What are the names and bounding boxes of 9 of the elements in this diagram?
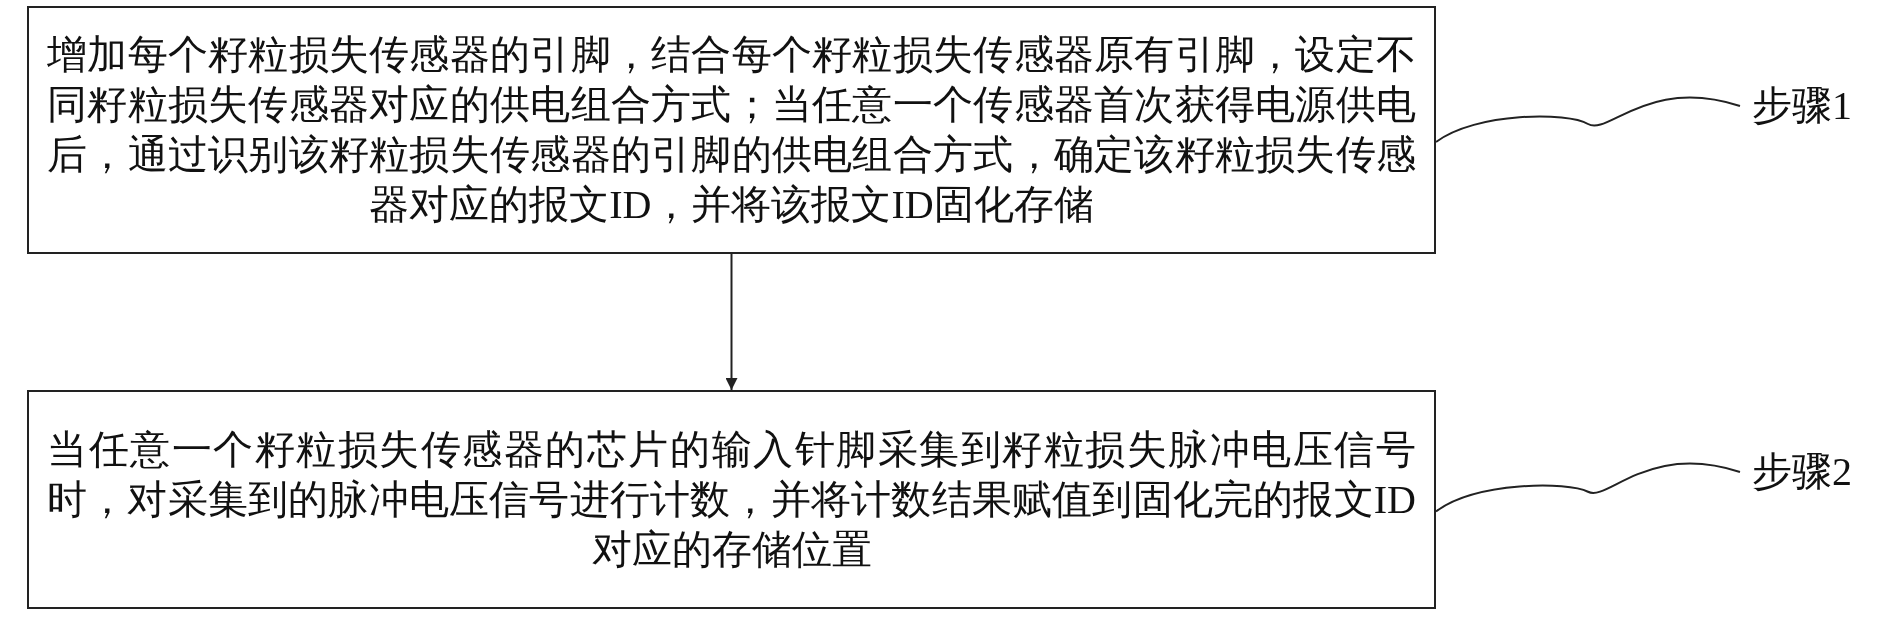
step-label: 步骤1 <box>1752 82 1852 130</box>
step-description: 当任意一个籽粒损失传感器的芯片的输入针脚采集到籽粒损失脉冲电压信号时，对采集到的脉冲电压信号进行计数，并将计数结果赋值到固化完的报文ID对应的存储位置 <box>47 425 1416 574</box>
step-description: 增加每个籽粒损失传感器的引脚，结合每个籽粒损失传感器原有引脚，设定不同籽粒损失传感器对应的供电组合方式；当任意一个传感器首次获得电源供电后，通过识别该籽粒损失传感器的引脚的供电组合方式，确定该籽粒损失传感器对应的报文ID，并将该报文ID固化存储 <box>47 31 1416 229</box>
leader-line <box>1435 96 1741 143</box>
process-box <box>27 390 1436 609</box>
arrow <box>725 253 738 391</box>
process-box <box>27 6 1436 254</box>
step-label: 步骤2 <box>1752 448 1852 496</box>
leader-line <box>1435 462 1741 513</box>
